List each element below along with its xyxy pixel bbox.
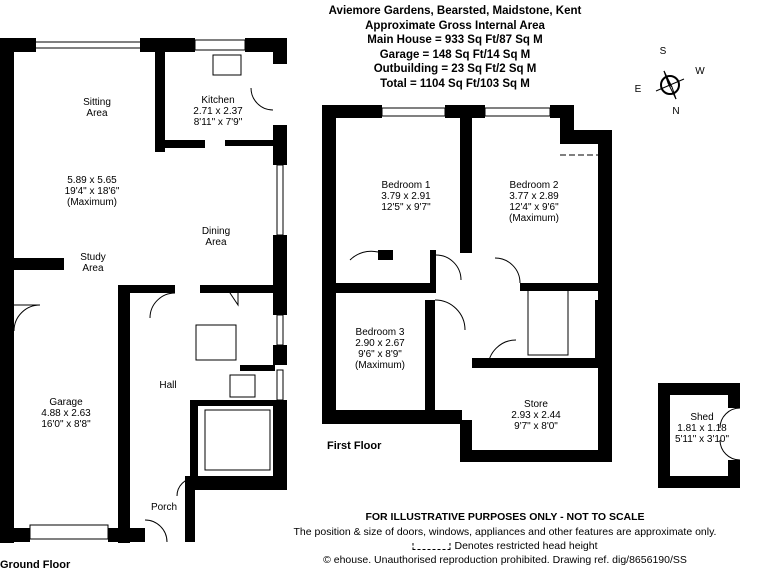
- garage-area: Garage = 148 Sq Ft/14 Sq M: [379, 48, 531, 61]
- disclaimer: FOR ILLUSTRATIVE PURPOSES ONLY - NOT TO …: [365, 511, 645, 523]
- total-area: Total = 1104 Sq Ft/103 Sq M: [380, 77, 530, 90]
- first-floor-label: First Floor: [327, 440, 382, 452]
- outbuilding-area: Outbuilding = 23 Sq Ft/2 Sq M: [373, 63, 537, 75]
- ground-floor-label: Ground Floor: [0, 559, 71, 571]
- features-note: The position & size of doors, windows, a…: [293, 526, 717, 538]
- compass-n: N: [672, 106, 680, 117]
- subtitle: Approximate Gross Internal Area: [365, 19, 545, 32]
- room-porch: Porch: [150, 502, 178, 513]
- compass-e: E: [634, 84, 642, 95]
- ground-floor-walls: [0, 38, 287, 543]
- restricted-height-icon: [412, 542, 451, 550]
- copyright: © ehouse. Unauthorised reproduction proh…: [323, 554, 687, 566]
- compass-w: W: [695, 66, 705, 77]
- legend: Denotes restricted head height: [412, 540, 598, 552]
- address-title: Aviemore Gardens, Bearsted, Maidstone, K…: [328, 5, 582, 17]
- room-hall: Hall: [159, 380, 177, 391]
- compass-icon: [655, 70, 685, 100]
- first-floor-walls: [322, 105, 740, 488]
- main-house-area: Main House = 933 Sq Ft/87 Sq M: [367, 34, 543, 46]
- area-summary: Aviemore Gardens, Bearsted, Maidstone, K…: [329, 4, 582, 91]
- compass-s: S: [659, 46, 667, 57]
